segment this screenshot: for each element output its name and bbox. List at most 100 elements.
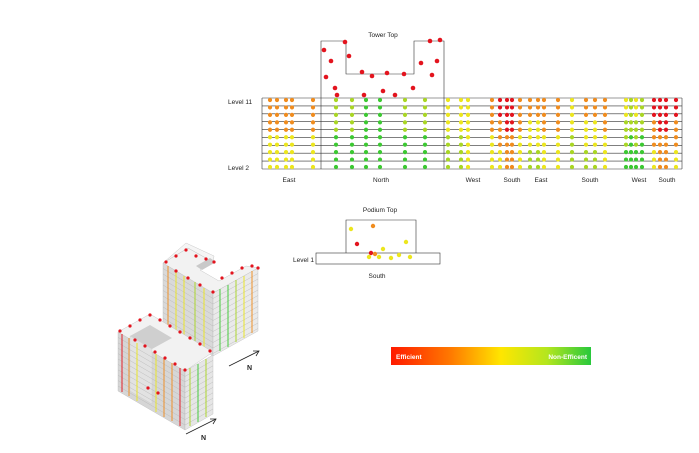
sensor-dot bbox=[569, 150, 575, 155]
sensor-dot bbox=[663, 157, 669, 162]
sensor-dot bbox=[363, 105, 369, 110]
sensor-dot bbox=[489, 135, 495, 140]
podium-dot bbox=[370, 223, 376, 229]
sensor-dot bbox=[402, 127, 408, 132]
sensor-dot bbox=[402, 135, 408, 140]
sensor-dot bbox=[555, 105, 561, 110]
sensor-dot bbox=[555, 120, 561, 125]
sensor-dot bbox=[657, 105, 663, 110]
sensor-dot bbox=[267, 135, 273, 140]
sensor-dot bbox=[583, 105, 589, 110]
sensor-dot bbox=[289, 97, 295, 103]
podium-sensor-dots bbox=[348, 223, 413, 261]
sensor-dot bbox=[489, 105, 495, 110]
sensor-dot bbox=[349, 97, 355, 103]
axo-roof-dot bbox=[211, 290, 215, 294]
axo-floor-line bbox=[162, 279, 259, 310]
axo-roof-dot bbox=[198, 342, 202, 346]
sensor-dot bbox=[274, 135, 280, 140]
sensor-dot bbox=[458, 135, 464, 140]
sensor-dot bbox=[422, 150, 428, 155]
facade-label-west-1: West bbox=[466, 177, 481, 184]
podium-level-label: Level 1 bbox=[293, 257, 314, 264]
sensor-dot bbox=[673, 120, 679, 125]
sensor-dot bbox=[363, 150, 369, 155]
axo-floor-line bbox=[162, 268, 259, 299]
sensor-dot bbox=[633, 127, 639, 132]
podium-facade-label: South bbox=[369, 273, 386, 280]
sensor-dot bbox=[489, 157, 495, 162]
sensor-dot bbox=[541, 127, 547, 132]
sensor-dot bbox=[504, 142, 510, 147]
sensor-dot bbox=[267, 164, 273, 170]
sensor-dot bbox=[527, 135, 533, 140]
sensor-dot bbox=[592, 127, 598, 132]
sensor-dot bbox=[628, 112, 634, 117]
sensor-dot bbox=[445, 97, 451, 103]
sensor-dot bbox=[509, 164, 515, 170]
north-arrow-1: N bbox=[228, 350, 260, 372]
sensor-dot bbox=[283, 97, 289, 103]
sensor-dot bbox=[583, 112, 589, 117]
sensor-dot bbox=[569, 97, 575, 103]
roof-dot bbox=[328, 58, 334, 64]
sensor-dot bbox=[333, 127, 339, 132]
sensor-dot bbox=[527, 157, 533, 162]
sensor-dot bbox=[663, 164, 669, 170]
sensor-dot bbox=[363, 142, 369, 147]
sensor-dot bbox=[541, 135, 547, 140]
axo-roof-dot bbox=[168, 324, 172, 328]
sensor-dot bbox=[289, 142, 295, 147]
sensor-dot bbox=[274, 97, 280, 103]
sensor-dot bbox=[535, 105, 541, 110]
sensor-dot bbox=[517, 97, 523, 103]
sensor-dot bbox=[458, 150, 464, 155]
sensor-dot bbox=[509, 135, 515, 140]
sensor-dot bbox=[267, 157, 273, 162]
sensor-dot bbox=[527, 150, 533, 155]
sensor-dot bbox=[628, 127, 634, 132]
sensor-dot bbox=[602, 142, 608, 147]
sensor-dot bbox=[422, 135, 428, 140]
axo-floor-line bbox=[117, 380, 214, 420]
sensor-dot bbox=[527, 120, 533, 125]
roof-dot bbox=[392, 92, 398, 98]
tower-sensor-dots bbox=[267, 97, 679, 170]
sensor-dot bbox=[555, 112, 561, 117]
axo-roof-dot bbox=[164, 260, 168, 264]
sensor-dot bbox=[445, 105, 451, 110]
sensor-dot bbox=[402, 120, 408, 125]
sensor-dot bbox=[310, 105, 316, 110]
sensor-dot bbox=[310, 142, 316, 147]
legend-low-label: Efficient bbox=[396, 354, 422, 361]
legend-high-label: Non-Efficent bbox=[548, 354, 587, 361]
sensor-dot bbox=[602, 127, 608, 132]
sensor-dot bbox=[633, 142, 639, 147]
sensor-dot bbox=[497, 164, 503, 170]
sensor-dot bbox=[517, 157, 523, 162]
axo-roof-dot bbox=[178, 330, 182, 334]
sensor-dot bbox=[422, 164, 428, 170]
axo-floor-line bbox=[117, 353, 214, 393]
roof-dot bbox=[427, 38, 433, 44]
sensor-dot bbox=[569, 164, 575, 170]
sensor-dot bbox=[583, 127, 589, 132]
sensor-dot bbox=[555, 127, 561, 132]
sensor-dot bbox=[363, 157, 369, 162]
sensor-dot bbox=[349, 142, 355, 147]
sensor-dot bbox=[465, 97, 471, 103]
sensor-dot bbox=[465, 112, 471, 117]
roof-dot bbox=[332, 85, 338, 91]
sensor-dot bbox=[504, 164, 510, 170]
tower-elevation: Tower Top Level 11 Level 2 East North We… bbox=[228, 32, 683, 184]
sensor-dot bbox=[651, 120, 657, 125]
sensor-dot bbox=[283, 135, 289, 140]
facade-label-south-3: South bbox=[659, 177, 676, 184]
sensor-dot bbox=[289, 105, 295, 110]
sensor-dot bbox=[602, 112, 608, 117]
sensor-dot bbox=[422, 120, 428, 125]
sensor-dot bbox=[283, 164, 289, 170]
roof-dot bbox=[361, 92, 367, 98]
sensor-dot bbox=[363, 97, 369, 103]
